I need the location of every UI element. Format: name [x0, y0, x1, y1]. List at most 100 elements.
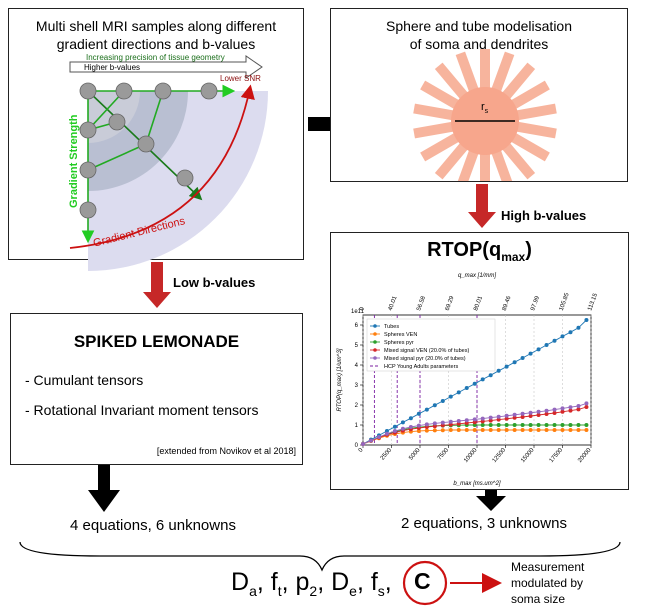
data-point	[416, 423, 421, 428]
mri-title-line1: Multi shell MRI samples along different	[35, 18, 277, 34]
data-point	[520, 423, 525, 427]
data-point	[568, 408, 573, 413]
top-tick-label: 89.46	[502, 295, 513, 312]
data-point	[552, 411, 557, 415]
data-point	[584, 423, 589, 427]
x-tick-label: 2500	[380, 447, 394, 462]
dendrite-tube	[480, 49, 490, 121]
circled-c: C	[414, 568, 431, 594]
data-point	[400, 426, 405, 431]
measurement-line1: Measurement	[511, 560, 585, 574]
legend-marker	[373, 324, 377, 328]
legend-marker	[373, 348, 377, 352]
y-tick-label: 4	[355, 363, 359, 369]
precision-label: Increasing precision of tissue geometry	[86, 53, 225, 62]
top-tick-label: 69.29	[445, 295, 456, 312]
data-point	[440, 428, 445, 433]
spiked-panel: SPIKED LEMONADE - Cumulant tensors - Rot…	[10, 313, 303, 465]
data-point	[488, 428, 493, 432]
x-tick-label: 10000	[463, 447, 479, 464]
data-point	[560, 334, 565, 339]
data-point	[432, 424, 437, 429]
data-point	[472, 428, 477, 432]
data-point	[544, 423, 549, 427]
data-point	[536, 423, 541, 427]
data-point	[496, 423, 501, 427]
data-point	[512, 428, 517, 432]
legend-label: Spheres VEN	[384, 332, 417, 338]
y-tick-label: 0	[355, 443, 359, 449]
sphere-drawing	[413, 49, 557, 181]
curly-brace	[19, 541, 621, 572]
arrow-left-equations	[88, 450, 120, 512]
data-point	[576, 325, 581, 330]
data-point	[568, 428, 573, 432]
equations-right: 2 equations, 3 unknowns	[401, 515, 567, 532]
data-point	[544, 408, 549, 413]
top-tick-label: 56.58	[416, 295, 427, 312]
legend-marker	[373, 340, 377, 344]
spiked-item-cumulant: - Cumulant tensors	[25, 372, 144, 388]
data-point	[536, 347, 541, 352]
data-point	[440, 420, 445, 425]
x-tick-label: 7500	[437, 447, 451, 462]
data-point	[568, 423, 573, 427]
legend-label: HCP Young Adults parameters	[384, 364, 458, 370]
parameter-formula: Da, ft, p2, De, fs,	[231, 568, 392, 599]
data-point	[504, 413, 509, 418]
data-point	[560, 409, 565, 414]
data-point	[528, 423, 533, 427]
data-point	[512, 415, 517, 420]
x-tick-label: 17500	[549, 447, 565, 464]
radius-label: rs	[481, 101, 489, 116]
data-point	[488, 418, 493, 423]
x-tick-label: 20000	[577, 447, 593, 464]
x-tick-label: 0	[358, 447, 365, 454]
data-point	[472, 420, 477, 425]
data-point	[464, 386, 469, 390]
data-point	[496, 417, 501, 422]
data-point	[416, 429, 421, 433]
legend-box	[366, 318, 496, 372]
data-point	[472, 417, 477, 422]
data-point	[584, 401, 589, 406]
legend-marker	[373, 356, 377, 360]
data-point	[408, 425, 413, 429]
high-bvalues-label: High b-values	[501, 208, 587, 223]
data-point	[504, 416, 509, 421]
data-point	[496, 428, 501, 432]
data-point	[528, 351, 533, 356]
top-tick-label: 97.99	[530, 295, 541, 312]
data-point	[408, 416, 413, 421]
bvalues-label: Higher b-values	[84, 63, 141, 72]
top-tick-label: 105.85	[559, 292, 571, 312]
data-point	[480, 416, 485, 421]
data-point	[584, 405, 589, 409]
data-point	[456, 419, 461, 423]
data-point	[432, 428, 437, 433]
y-tick-label: 2	[355, 403, 359, 409]
data-point	[368, 438, 373, 443]
brain-samples	[79, 82, 218, 219]
data-point	[584, 428, 589, 432]
data-point	[392, 424, 397, 429]
data-point	[504, 364, 509, 369]
y-tick-label: 5	[355, 343, 359, 349]
data-point	[416, 411, 421, 416]
data-point	[552, 423, 557, 427]
data-point	[424, 428, 429, 433]
data-point	[552, 407, 557, 412]
data-point	[496, 368, 501, 373]
data-point	[376, 435, 381, 439]
data-point	[504, 428, 509, 432]
data-point	[560, 428, 565, 432]
sphere-panel: Sphere and tube modelisation of soma and…	[330, 8, 628, 182]
data-point	[512, 360, 517, 365]
data-point	[488, 423, 493, 427]
data-point	[480, 419, 485, 424]
data-point	[456, 428, 461, 432]
data-point	[544, 412, 549, 416]
sphere-title-line1: Sphere and tube modelisation	[385, 18, 573, 34]
